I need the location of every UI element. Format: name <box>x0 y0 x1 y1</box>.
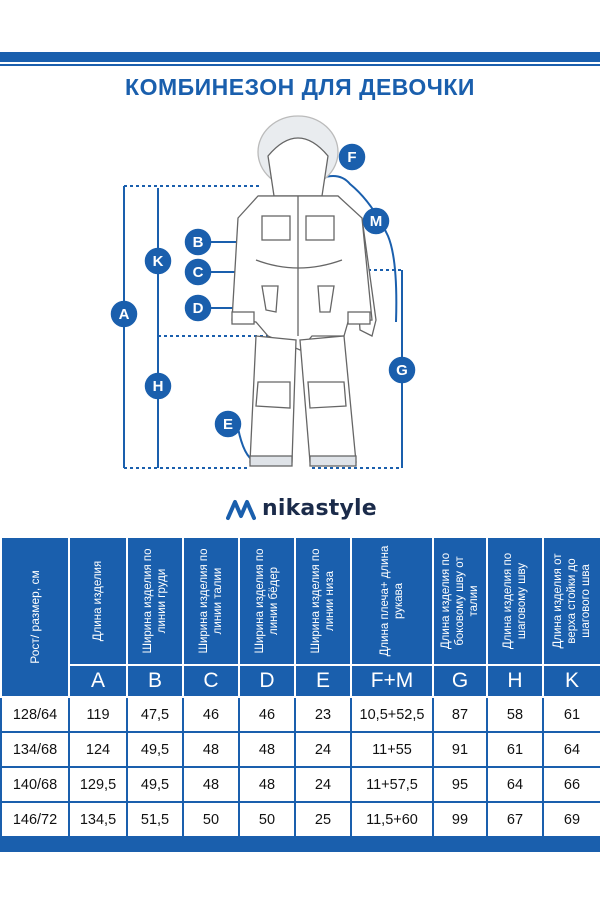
label-h: H <box>153 378 164 395</box>
label-g: G <box>396 362 408 379</box>
header-col: Длина изделия от верха стойки до шаговог… <box>542 536 600 666</box>
value-cell: 23 <box>294 696 352 733</box>
value-cell: 91 <box>432 731 488 768</box>
value-cell: 49,5 <box>126 731 184 768</box>
top-band <box>0 52 600 62</box>
top-line <box>0 64 600 66</box>
table-row: 134/68 124 49,5 48 48 24 11+55 91 61 64 <box>0 731 600 768</box>
header-letter: C <box>182 664 240 698</box>
header-col: Длина изделия по шаговому шву <box>486 536 544 666</box>
label-b: B <box>193 234 204 251</box>
header-letter: B <box>126 664 184 698</box>
value-cell: 61 <box>486 731 544 768</box>
size-cell: 146/72 <box>0 801 70 838</box>
label-k: K <box>153 253 164 270</box>
header-letter: K <box>542 664 600 698</box>
value-cell: 129,5 <box>68 766 128 803</box>
page-title: КОМБИНЕЗОН ДЛЯ ДЕВОЧКИ <box>125 74 475 100</box>
size-cell: 128/64 <box>0 696 70 733</box>
value-cell: 47,5 <box>126 696 184 733</box>
label-m: M <box>370 213 383 230</box>
size-table: Рост/ размер, см Длина изделия Ширина из… <box>0 536 600 838</box>
value-cell: 11+57,5 <box>350 766 434 803</box>
value-cell: 51,5 <box>126 801 184 838</box>
table-row: 128/64 119 47,5 46 46 23 10,5+52,5 87 58… <box>0 696 600 733</box>
value-cell: 58 <box>486 696 544 733</box>
value-cell: 64 <box>542 731 600 768</box>
header-letter: D <box>238 664 296 698</box>
header-letter: A <box>68 664 128 698</box>
value-cell: 24 <box>294 731 352 768</box>
label-a: A <box>119 306 130 323</box>
value-cell: 49,5 <box>126 766 184 803</box>
value-cell: 67 <box>486 801 544 838</box>
value-cell: 69 <box>542 801 600 838</box>
size-cell: 134/68 <box>0 731 70 768</box>
table-row: 140/68 129,5 49,5 48 48 24 11+57,5 95 64… <box>0 766 600 803</box>
value-cell: 10,5+52,5 <box>350 696 434 733</box>
garment-diagram: F M B K C A D G H E <box>110 115 416 469</box>
label-d: D <box>193 300 204 317</box>
value-cell: 50 <box>238 801 296 838</box>
value-cell: 48 <box>238 731 296 768</box>
label-f: F <box>347 149 356 166</box>
value-cell: 50 <box>182 801 240 838</box>
value-cell: 25 <box>294 801 352 838</box>
value-cell: 46 <box>238 696 296 733</box>
brand-name: nikastyle <box>262 496 377 521</box>
header-letter: E <box>294 664 352 698</box>
value-cell: 95 <box>432 766 488 803</box>
value-cell: 11+55 <box>350 731 434 768</box>
header-size: Рост/ размер, см <box>0 536 70 698</box>
header-letter: H <box>486 664 544 698</box>
value-cell: 48 <box>182 766 240 803</box>
table-row: 146/72 134,5 51,5 50 50 25 11,5+60 99 67… <box>0 801 600 838</box>
header-col: Ширина изделия по линии низа <box>294 536 352 666</box>
header-letter: G <box>432 664 488 698</box>
header-col: Длина изделия <box>68 536 128 666</box>
label-e: E <box>223 416 233 433</box>
value-cell: 119 <box>68 696 128 733</box>
value-cell: 66 <box>542 766 600 803</box>
value-cell: 48 <box>238 766 296 803</box>
value-cell: 48 <box>182 731 240 768</box>
value-cell: 24 <box>294 766 352 803</box>
value-cell: 134,5 <box>68 801 128 838</box>
header-col: Ширина изделия по линии талии <box>182 536 240 666</box>
table-letters-row: A B C D E F+M G H K <box>1 664 600 698</box>
brand-logo: nikastyle <box>226 494 386 526</box>
header-col: Длина плеча+ длина рукава <box>350 536 434 666</box>
header-letter: F+M <box>350 664 434 698</box>
value-cell: 46 <box>182 696 240 733</box>
label-c: C <box>193 264 204 281</box>
table-header-row: Рост/ размер, см Длина изделия Ширина из… <box>0 536 600 698</box>
value-cell: 11,5+60 <box>350 801 434 838</box>
header-col: Ширина изделия по линии груди <box>126 536 184 666</box>
header-col: Ширина изделия по линии бёдер <box>238 536 296 666</box>
bottom-band <box>0 838 600 852</box>
value-cell: 87 <box>432 696 488 733</box>
size-cell: 140/68 <box>0 766 70 803</box>
value-cell: 124 <box>68 731 128 768</box>
brand-mark-icon <box>226 500 256 520</box>
value-cell: 61 <box>542 696 600 733</box>
value-cell: 99 <box>432 801 488 838</box>
header-col: Длина изделия по боковому шву от талии <box>432 536 488 666</box>
value-cell: 64 <box>486 766 544 803</box>
